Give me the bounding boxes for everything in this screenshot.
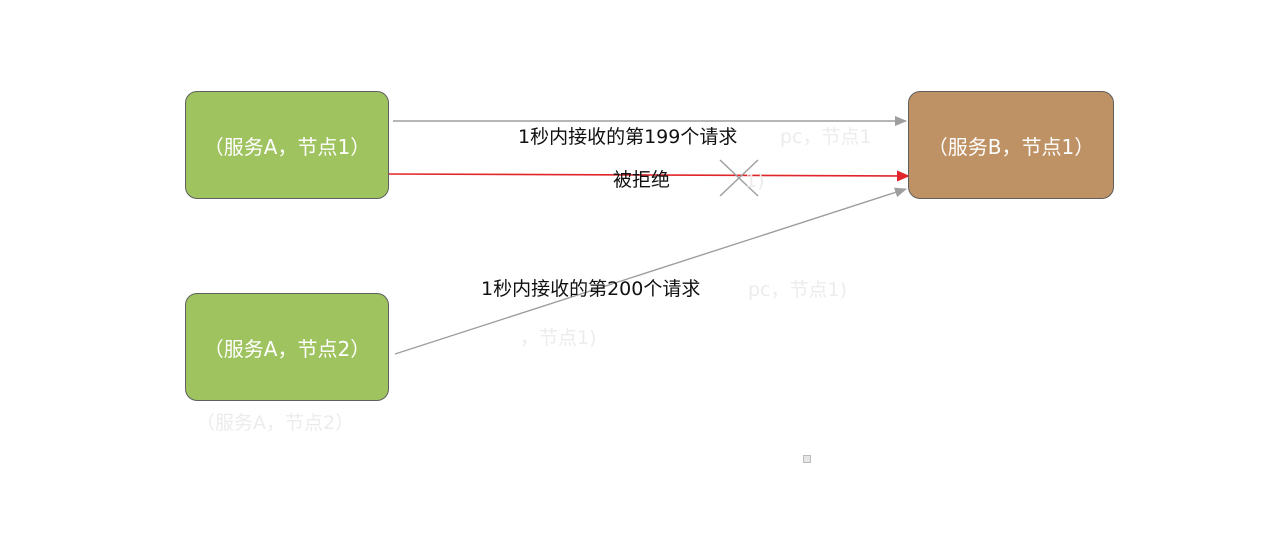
service-a-node1-box[interactable]: （服务A，节点1）: [185, 91, 389, 199]
ghost-text-1: pc，节点1: [780, 126, 872, 148]
service-a-node2-label: （服务A，节点2）: [203, 336, 371, 361]
ghost-text-2: 1): [745, 170, 765, 192]
ghost-text-4: ，节点1): [520, 327, 597, 349]
reject-x-icon: [719, 159, 759, 197]
request-199-label: 1秒内接收的第199个请求: [518, 126, 738, 148]
service-a-node2-box[interactable]: （服务A，节点2）: [185, 293, 389, 401]
service-b-node1-label: （服务B，节点1）: [927, 134, 1095, 159]
edge-request-200[interactable]: [394, 187, 907, 355]
service-b-node1-box[interactable]: （服务B，节点1）: [908, 91, 1114, 199]
resize-handle[interactable]: [803, 455, 811, 463]
edge-rejected-request[interactable]: [385, 170, 910, 182]
ghost-text-3: pc，节点1): [748, 279, 848, 301]
ghost-text-5: （服务A，节点2）: [196, 412, 355, 434]
rejected-label: 被拒绝: [613, 169, 671, 191]
service-a-node1-label: （服务A，节点1）: [203, 134, 371, 159]
request-200-label: 1秒内接收的第200个请求: [481, 278, 701, 300]
